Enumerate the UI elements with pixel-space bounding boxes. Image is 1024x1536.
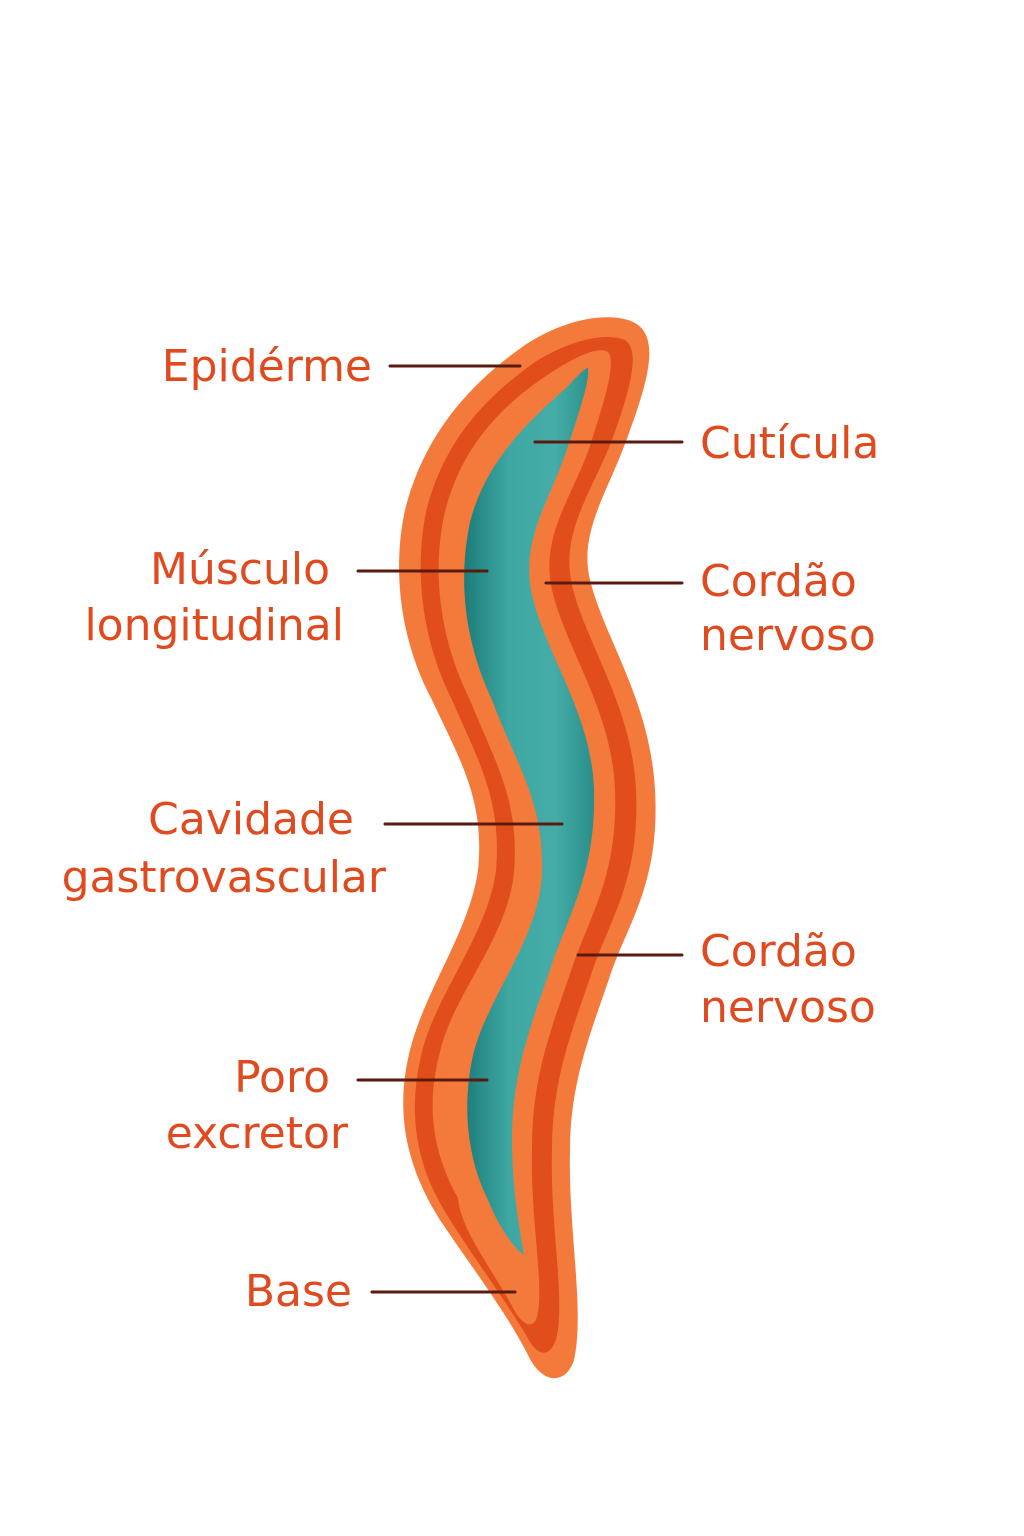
label-cavidade-gastrovascular: Cavidade gastrovascular xyxy=(62,794,387,903)
label-cavidade-line-2: gastrovascular xyxy=(62,852,387,903)
label-cuticula-line: Cutícula xyxy=(700,418,879,469)
leader-lines xyxy=(356,364,684,1294)
label-cordao2-line-1: Cordão xyxy=(700,926,857,977)
label-cordao2-line-2: nervoso xyxy=(700,982,876,1033)
label-cuticula: Cutícula xyxy=(700,418,879,469)
label-cordao1-line-1: Cordão xyxy=(700,556,857,607)
label-epiderme-line: Epidérme xyxy=(162,341,372,392)
label-base: Base xyxy=(245,1266,352,1317)
gastrovascular-cavity xyxy=(464,368,595,1255)
labels: Epidérme Cutícula Músculo longitudinal C… xyxy=(62,341,880,1317)
label-musculo-line-1: Músculo xyxy=(150,544,330,595)
label-cordao-nervoso-1: Cordão nervoso xyxy=(700,556,876,661)
label-poro-line-1: Poro xyxy=(234,1052,330,1103)
label-base-line: Base xyxy=(245,1266,352,1317)
label-cordao1-line-2: nervoso xyxy=(700,610,876,661)
label-cordao-nervoso-2: Cordão nervoso xyxy=(700,926,876,1033)
label-poro-excretor: Poro excretor xyxy=(166,1052,349,1159)
label-epiderme: Epidérme xyxy=(162,341,372,392)
label-musculo-line-2: longitudinal xyxy=(84,600,344,651)
worm-body xyxy=(399,317,656,1379)
label-cavidade-line-1: Cavidade xyxy=(148,794,354,845)
label-musculo-longitudinal: Músculo longitudinal xyxy=(84,544,344,651)
label-poro-line-2: excretor xyxy=(166,1108,349,1159)
